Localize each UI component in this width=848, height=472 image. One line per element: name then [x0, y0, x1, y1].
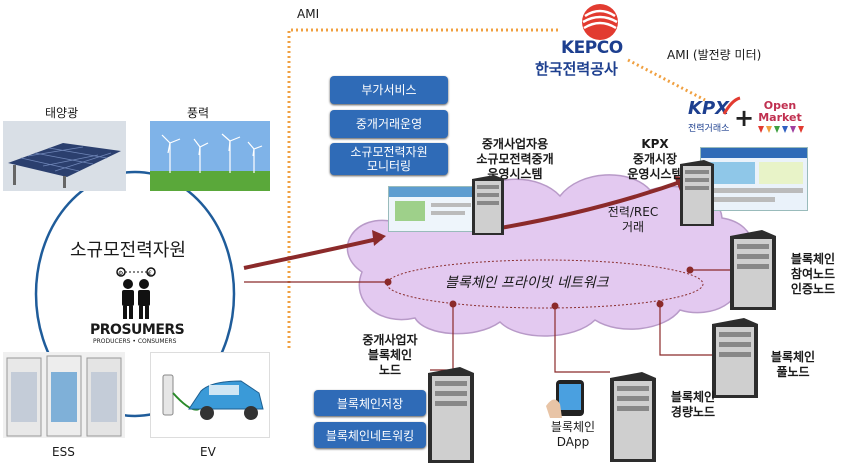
ami-meter-label: AMI (발전량 미터) — [667, 48, 762, 62]
trade-label: 전력/REC 거래 — [607, 205, 659, 234]
wind-label: 풍력 — [187, 106, 210, 120]
open-market-logo: Open Market — [758, 99, 802, 124]
light-node-server-icon — [610, 372, 656, 462]
kpx-logo: KPX 전력거래소 + Open Market — [688, 96, 808, 146]
plus-icon: + — [734, 104, 755, 132]
resources-oval — [34, 170, 236, 418]
resource-monitoring-button[interactable]: 소규모전력자원 모니터링 — [330, 143, 448, 175]
blockchain-storage-button[interactable]: 블록체인저장 — [314, 390, 426, 416]
prosumers-logo-sub: PRODUCERS • CONSUMERS — [93, 338, 177, 345]
ess-label: ESS — [52, 445, 75, 459]
kpx-server-icon — [680, 160, 714, 226]
prosumers-people-icon: ⚙ € — [116, 267, 156, 319]
auth-node-server-icon — [730, 230, 776, 310]
ev-image — [150, 352, 270, 438]
wind-turbine-image — [150, 121, 270, 191]
kpx-system-label: KPX 중개시장 운영시스템 — [627, 137, 683, 181]
broker-screen-image — [388, 186, 480, 232]
kepco-logo-text: KEPCO — [561, 38, 623, 58]
private-network-ring — [386, 259, 704, 309]
broker-node-label: 중개사업자 블록체인 노드 — [362, 333, 418, 377]
dapp-phone-icon — [546, 380, 584, 418]
kepco-name: 한국전력공사 — [535, 60, 618, 78]
kpx-logo-text: KPX — [688, 98, 730, 119]
network-label: 블록체인 프라이빗 네트워크 — [445, 275, 609, 291]
auth-node-label: 블록체인 참여노드 인증노드 — [790, 252, 836, 296]
solar-label: 태양광 — [45, 106, 79, 120]
broker-system-label: 중개사업자용 소규모전력중개 운영시스템 — [476, 137, 554, 181]
broker-server-icon — [472, 175, 504, 235]
ev-label: EV — [200, 445, 216, 459]
light-node-label: 블록체인 경량노드 — [670, 390, 716, 419]
full-node-label: 블록체인 풀노드 — [770, 350, 816, 379]
kpx-logo-sub: 전력거래소 — [688, 124, 730, 134]
value-added-service-button[interactable]: 부가서비스 — [330, 76, 448, 104]
svg-text:€: € — [148, 270, 152, 277]
kpx-screen-image — [700, 147, 808, 211]
broker-node-server-icon — [428, 367, 474, 463]
open-market-flags-icon — [758, 126, 804, 133]
blockchain-networking-button[interactable]: 블록체인네트워킹 — [314, 422, 426, 448]
small-resource-label: 소규모전력자원 — [70, 240, 186, 261]
kpx-swoosh-icon — [722, 96, 741, 115]
prosumers-logo-text: PROSUMERS — [90, 322, 185, 338]
kepco-emblem-icon — [582, 4, 618, 40]
solar-panel-image — [3, 121, 126, 191]
svg-text:⚙: ⚙ — [118, 270, 123, 277]
dapp-label: 블록체인 DApp — [550, 420, 596, 449]
ess-image — [3, 352, 125, 438]
kepco-logo: KEPCO 한국전력공사 — [535, 2, 645, 82]
brokerage-operation-button[interactable]: 중개거래운영 — [330, 110, 448, 138]
full-node-server-icon — [712, 318, 758, 398]
ami-dotted-line — [287, 28, 560, 348]
ami-label: AMI — [297, 7, 320, 21]
